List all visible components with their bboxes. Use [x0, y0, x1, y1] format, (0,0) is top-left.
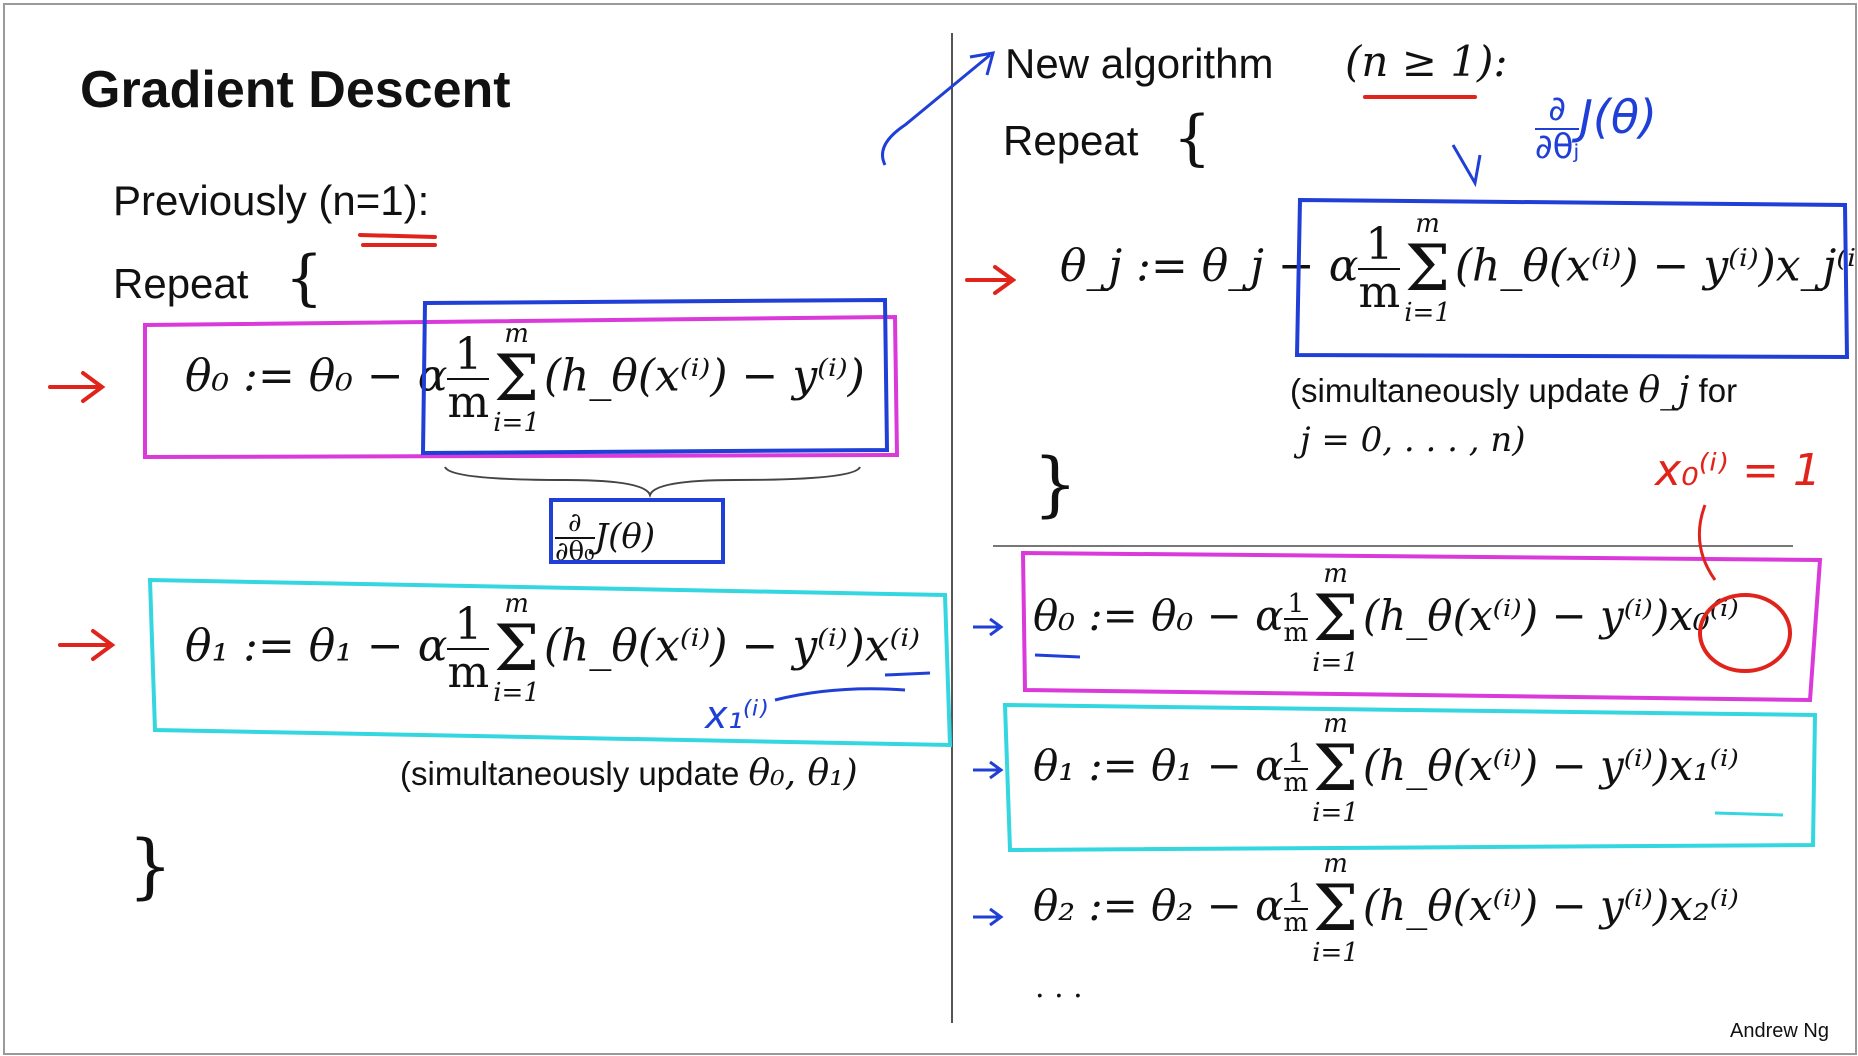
underbrace [444, 466, 861, 499]
handwritten-x1-note: x₁⁽ⁱ⁾ [705, 693, 769, 737]
right-open-brace: { [1173, 103, 1212, 173]
right-simultaneous-note: (simultaneously update θ_j for [1290, 370, 1738, 411]
new-algorithm-label: New algorithm [1005, 40, 1274, 87]
blue-down-arrow-icon [1451, 144, 1482, 188]
left-repeat-label: Repeat [113, 260, 249, 307]
blue-box-left [420, 297, 890, 456]
column-divider [951, 33, 953, 1023]
blue-box-derivative [549, 498, 725, 564]
cyan-box-left [147, 577, 953, 748]
right-repeat-label: Repeat [1003, 117, 1139, 164]
red-circle-x0 [1698, 593, 1792, 673]
magenta-box-right [1020, 550, 1823, 703]
right-j-range: j = 0, . . . , n) [1300, 420, 1526, 460]
blue-box-right [1294, 197, 1850, 360]
left-eq-theta1-body: (h_θ(x⁽ⁱ⁾) − y⁽ⁱ⁾)x⁽ⁱ⁾ [543, 620, 921, 672]
magenta-box-left [143, 314, 900, 460]
ink-annotations [48, 51, 1850, 927]
lecture-slide: Gradient Descent Previously (n=1): Repea… [3, 3, 1857, 1055]
red-arrow-icon [48, 95, 1477, 661]
cyan-box-right [1002, 702, 1818, 853]
section-divider [993, 545, 1793, 547]
left-eq-theta0-lhs: θ₀ := θ₀ − α [185, 350, 448, 402]
right-close-brace: } [1033, 443, 1078, 525]
slide-title: Gradient Descent [80, 61, 511, 119]
blue-underline [774, 671, 931, 702]
blue-curved-arrow-icon [881, 51, 996, 166]
left-eq-theta0-body: (h_θ(x⁽ⁱ⁾) − y⁽ⁱ⁾) [543, 350, 865, 402]
left-open-brace: { [285, 243, 324, 313]
handwritten-x0-note: x₀⁽ⁱ⁾ = 1 [1655, 445, 1821, 496]
new-algorithm-condition: (n ≥ 1): [1345, 37, 1508, 86]
ellipsis: . . . [1035, 970, 1083, 1005]
author-credit: Andrew Ng [1730, 1020, 1829, 1042]
previously-label: Previously (n=1): [113, 177, 430, 224]
left-simultaneous-note: (simultaneously update θ₀, θ₁) [400, 753, 858, 794]
left-close-brace: } [128, 825, 173, 907]
blue-arrow-icon [973, 617, 1004, 927]
left-eq-theta1-lhs: θ₁ := θ₁ − α [185, 620, 448, 672]
